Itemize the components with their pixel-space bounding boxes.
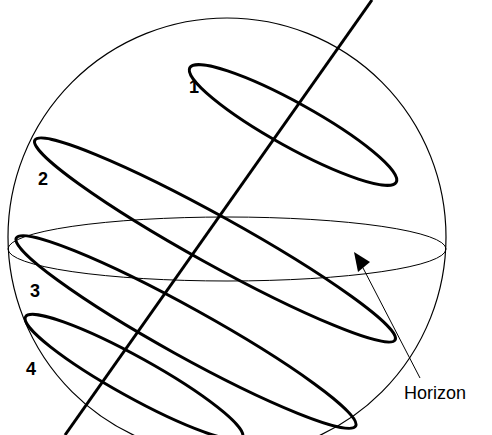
diurnal-circle [16, 299, 252, 435]
callout-number: 1 [189, 78, 199, 96]
leader-line [362, 266, 420, 378]
callout-number: 4 [26, 360, 36, 378]
sphere-outline [8, 18, 446, 435]
callout-number: 2 [38, 170, 48, 188]
diurnal-circle [5, 217, 368, 435]
arrowhead [354, 252, 370, 272]
callout-number: 3 [30, 282, 40, 300]
diurnal-circle [179, 49, 407, 202]
horizon-label: Horizon [404, 384, 466, 402]
diurnal-circle [23, 119, 407, 361]
rotation-axis [65, 0, 372, 435]
